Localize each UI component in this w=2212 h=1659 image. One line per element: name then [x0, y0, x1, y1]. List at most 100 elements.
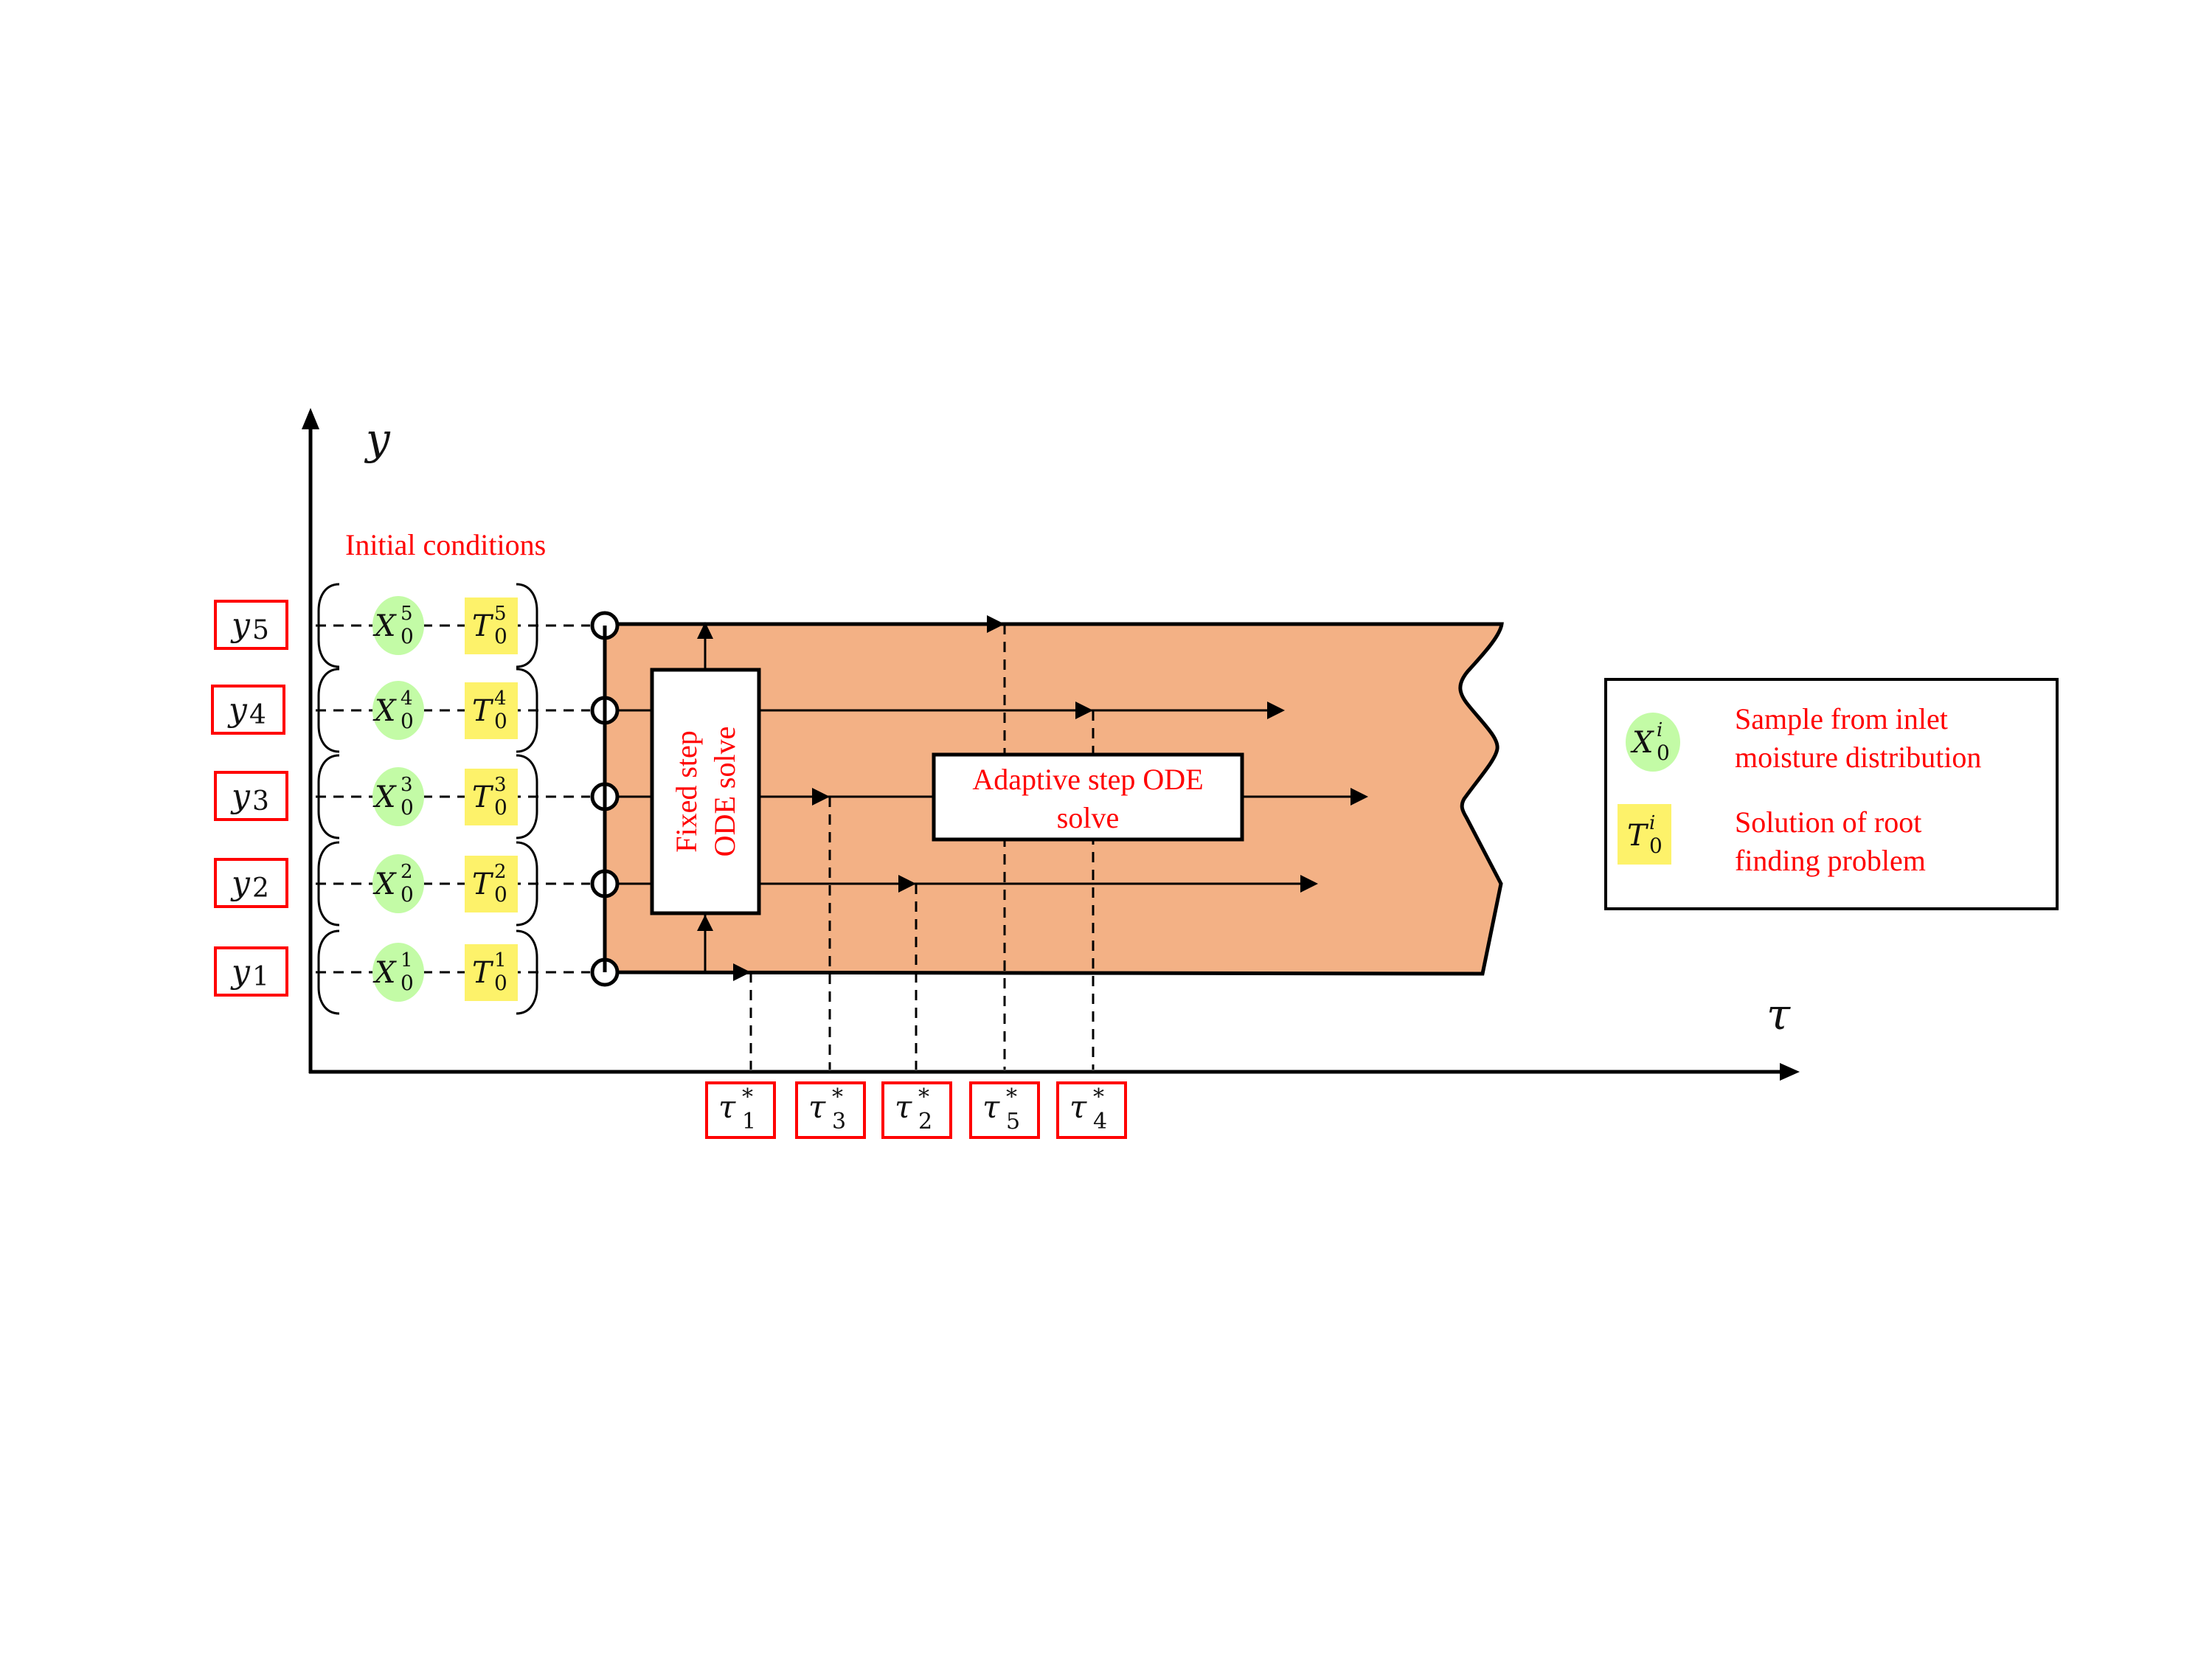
- y-label-box: [211, 685, 285, 735]
- root-symbol: T: [472, 694, 494, 728]
- adaptive-step-label-line2: solve: [1057, 801, 1119, 834]
- root-symbol: T: [472, 609, 494, 643]
- adaptive-step-label-line1: Adaptive step ODE: [972, 763, 1203, 796]
- root-subscript: 0: [494, 795, 507, 820]
- y-label-symbol: y: [227, 691, 248, 729]
- sample-swatch: [372, 596, 424, 655]
- legend-sample-sup: i: [1657, 719, 1663, 741]
- arrow-right-icon: [987, 615, 1005, 633]
- legend-item-root: T i 0 Solution of root finding problem: [1618, 804, 1926, 877]
- sample-swatch: [372, 767, 424, 826]
- root-superscript: 4: [494, 688, 507, 710]
- y-label-subscript: 5: [252, 615, 269, 645]
- tau-symbol: τ: [1069, 1089, 1087, 1125]
- x-axis: [309, 1063, 1800, 1081]
- right-brace: [516, 929, 538, 1015]
- arrow-right-icon: [1351, 788, 1368, 806]
- arrow-right-icon: [733, 963, 751, 981]
- tau-superscript: *: [1006, 1084, 1017, 1110]
- tau-label-box: τ*1: [705, 1081, 776, 1139]
- y-label-subscript: 2: [252, 873, 269, 904]
- tau-superscript: *: [1093, 1084, 1104, 1110]
- legend: X i 0 Sample from inlet moisture distrib…: [1604, 678, 2059, 910]
- sample-symbol: X: [372, 609, 397, 643]
- root-subscript: 0: [494, 709, 507, 733]
- tau-box-border: [969, 1081, 1040, 1139]
- tau-symbol: τ: [982, 1089, 1000, 1125]
- y-label-symbol: y: [230, 865, 251, 902]
- arrow-right-icon: [1075, 702, 1093, 719]
- tau-box-border: [881, 1081, 952, 1139]
- tau-label-box: τ*4: [1056, 1081, 1127, 1139]
- right-brace: [516, 841, 538, 927]
- legend-sample-swatch: [1626, 713, 1680, 772]
- sample-superscript: 5: [401, 603, 413, 625]
- fixed-step-ode-box: Fixed step ODE solve: [650, 622, 761, 972]
- left-brace: [317, 668, 340, 753]
- sample-swatch: [372, 943, 424, 1002]
- root-subscript: 0: [494, 882, 507, 907]
- tau-box-border: [705, 1081, 776, 1139]
- tau-label-box: τ*2: [881, 1081, 952, 1139]
- root-subscript: 0: [494, 624, 507, 648]
- arrow-up-icon: [697, 915, 713, 931]
- y-label-subscript: 3: [252, 786, 269, 817]
- adaptive-step-ode-box: Adaptive step ODE solve: [932, 752, 1244, 842]
- root-superscript: 3: [494, 774, 507, 796]
- legend-root-symbol: T: [1627, 819, 1649, 853]
- root-superscript: 2: [494, 861, 507, 883]
- legend-sample-sub: 0: [1657, 741, 1670, 765]
- root-swatch: [465, 682, 518, 739]
- sample-swatch: [372, 681, 424, 740]
- root-symbol: T: [472, 780, 494, 814]
- legend-sample-text-line1: Sample from inlet: [1735, 702, 1948, 735]
- y-axis: [302, 408, 319, 1073]
- fixed-step-label-line1: Fixed step: [670, 730, 703, 853]
- root-swatch: [465, 769, 518, 825]
- y-label-box: [214, 858, 288, 908]
- legend-root-sup: i: [1649, 812, 1655, 834]
- left-brace: [317, 583, 340, 668]
- sample-superscript: 2: [401, 861, 413, 883]
- sample-subscript: 0: [401, 795, 414, 820]
- sample-subscript: 0: [401, 971, 414, 995]
- y-label-subscript: 1: [252, 962, 269, 992]
- left-brace: [317, 929, 340, 1015]
- y-label-symbol: y: [230, 606, 251, 644]
- legend-sample-text-line2: moisture distribution: [1735, 741, 1981, 774]
- sample-symbol: X: [372, 867, 397, 901]
- tau-subscript: 1: [742, 1109, 756, 1135]
- arrow-up-icon: [697, 622, 713, 639]
- legend-item-sample: X i 0 Sample from inlet moisture distrib…: [1626, 702, 1981, 774]
- root-superscript: 5: [494, 603, 507, 625]
- tau-subscript: 4: [1093, 1109, 1107, 1135]
- legend-root-text-line2: finding problem: [1735, 844, 1926, 877]
- arrow-right-icon: [1300, 875, 1318, 893]
- x-axis-arrow-icon: [1780, 1063, 1800, 1081]
- sample-subscript: 0: [401, 709, 414, 733]
- arrow-right-icon: [812, 788, 830, 806]
- y-axis-arrow-icon: [302, 408, 319, 429]
- tau-superscript: *: [832, 1084, 843, 1110]
- sample-subscript: 0: [401, 624, 414, 648]
- tau-symbol: τ: [808, 1089, 826, 1125]
- sample-superscript: 1: [401, 949, 413, 971]
- arrow-right-icon: [1267, 702, 1285, 719]
- right-brace: [516, 668, 538, 753]
- tau-box-border: [795, 1081, 866, 1139]
- y-label-subscript: 4: [249, 700, 266, 730]
- legend-sample-symbol: X: [1630, 726, 1654, 760]
- tau-superscript: *: [918, 1084, 929, 1110]
- sample-symbol: X: [372, 956, 397, 990]
- right-brace: [516, 754, 538, 839]
- y-label-symbol: y: [230, 777, 251, 815]
- y-axis-label: y: [364, 414, 391, 464]
- sample-superscript: 4: [401, 688, 413, 710]
